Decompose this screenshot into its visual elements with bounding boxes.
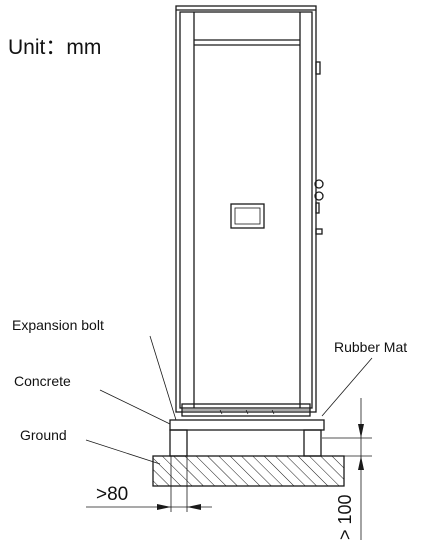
ground-hatch — [152, 455, 345, 487]
cabinet — [175, 5, 324, 417]
width-min-label: >80 — [96, 484, 128, 505]
height-dimension — [322, 398, 372, 540]
expansion-bolt-label: Expansion bolt — [12, 317, 104, 333]
concrete-block-left — [169, 429, 188, 457]
rubber-mat-label: Rubber Mat — [334, 339, 407, 355]
height-min-label: > 100 — [335, 494, 355, 540]
concrete-label: Concrete — [14, 373, 71, 389]
side-connectors — [314, 61, 324, 235]
concrete-block-right — [303, 429, 322, 457]
unit-label: Unit：mm — [8, 36, 101, 59]
ground-label: Ground — [20, 427, 67, 443]
rubber-mat-strip — [169, 419, 325, 431]
width-dimension — [86, 456, 212, 512]
display-panel — [230, 203, 265, 229]
